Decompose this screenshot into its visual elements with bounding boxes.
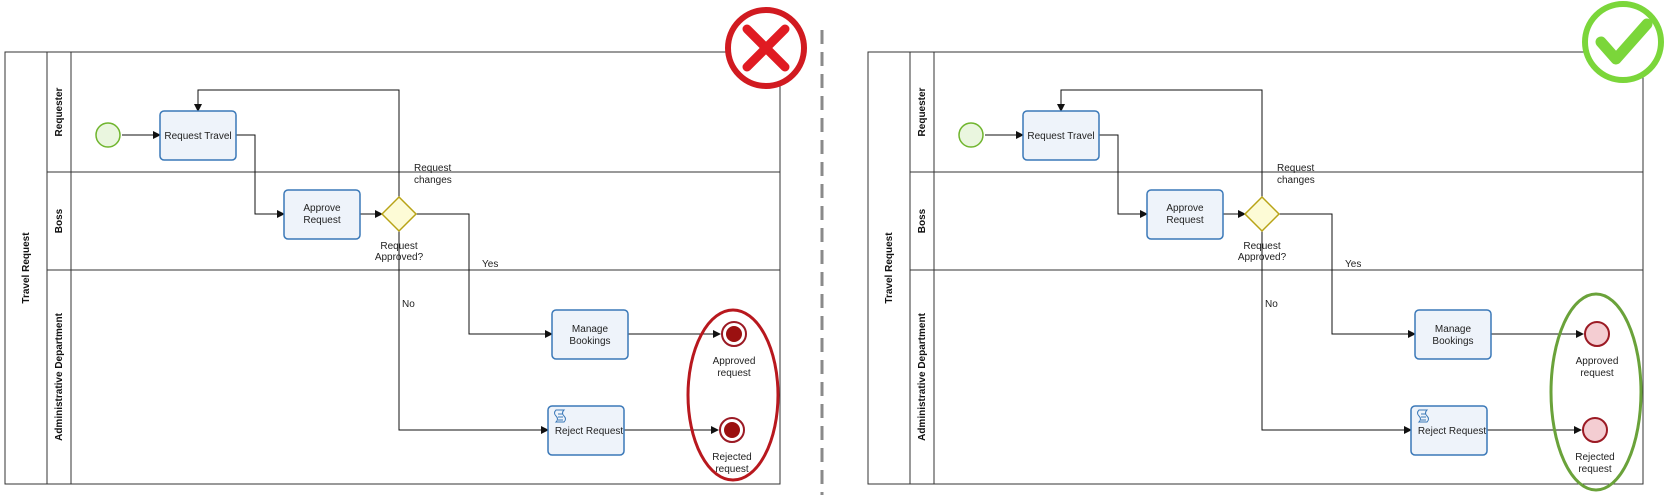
lane-label-requester: Requester [54, 87, 65, 136]
task-reject-request-label: Reject Request [1418, 426, 1487, 437]
lane-label-admin: Administrative Department [917, 312, 928, 440]
flow-label-no: No [1265, 299, 1278, 310]
task-manage-bookings [1414, 309, 1492, 360]
sequence-flows [122, 89, 721, 434]
sequence-flows [985, 89, 1584, 434]
start-event [958, 122, 984, 148]
task-approve-request-label-1: Approve [303, 203, 341, 214]
gateway-label-2: Approved? [1238, 252, 1287, 263]
flow-label-changes-1: Request [1277, 163, 1314, 174]
end-rejected-label-2: request [1578, 464, 1612, 475]
script-icon [554, 409, 566, 423]
task-reject-request-label: Reject Request [555, 426, 624, 437]
task-request-travel [1022, 110, 1100, 161]
task-request-travel-label: Request Travel [1027, 131, 1094, 142]
end-rejected-label-1: Rejected [1575, 452, 1614, 463]
task-reject-request [547, 405, 625, 456]
diagram-wrong: Travel Request Requester Boss Administra… [4, 7, 807, 485]
end-rejected-label-2: request [715, 464, 749, 475]
pool-label: Travel Request [884, 232, 895, 304]
task-request-travel-label: Request Travel [164, 131, 231, 142]
lane-label-requester: Requester [917, 87, 928, 136]
lane-label-boss: Boss [54, 208, 65, 233]
script-icon [1417, 409, 1429, 423]
highlight-ring-correct [1549, 292, 1643, 492]
flow-label-yes: Yes [1345, 259, 1361, 270]
check-mark-icon [1582, 1, 1664, 83]
flow-label-no: No [402, 299, 415, 310]
lane-label-admin: Administrative Department [54, 312, 65, 440]
end-approved-label-2: request [1580, 368, 1614, 379]
end-event-approved [1584, 321, 1610, 347]
end-rejected-label-1: Rejected [712, 452, 751, 463]
task-request-travel [159, 110, 237, 161]
task-approve-request-label-1: Approve [1166, 203, 1204, 214]
pool [867, 51, 1644, 485]
pool [4, 51, 781, 485]
diagram-correct: Travel Request Requester Boss Administra… [867, 1, 1664, 492]
task-manage-bookings-label-2: Bookings [1432, 336, 1473, 347]
gateway-label-2: Approved? [375, 252, 424, 263]
start-event [95, 122, 121, 148]
lane-label-boss: Boss [917, 208, 928, 233]
end-approved-label-1: Approved [1576, 356, 1619, 367]
end-approved-label-2: request [717, 368, 751, 379]
task-approve-request [283, 189, 361, 240]
flow-label-changes-2: changes [1277, 175, 1315, 186]
task-reject-request [1410, 405, 1488, 456]
task-manage-bookings-label-2: Bookings [569, 336, 610, 347]
end-approved-label-1: Approved [713, 356, 756, 367]
gateway-request-approved [1243, 195, 1281, 233]
task-manage-bookings [551, 309, 629, 360]
end-event-rejected [1582, 417, 1608, 443]
x-mark-icon [725, 7, 807, 89]
gateway-label-1: Request [1243, 241, 1280, 252]
flow-label-yes: Yes [482, 259, 498, 270]
task-approve-request-label-2: Request [1166, 215, 1203, 226]
gateway-request-approved [380, 195, 418, 233]
gateway-label-1: Request [380, 241, 417, 252]
pool-label: Travel Request [21, 232, 32, 304]
task-approve-request [1146, 189, 1224, 240]
task-approve-request-label-2: Request [303, 215, 340, 226]
flow-label-changes-1: Request [414, 163, 451, 174]
task-manage-bookings-label-1: Manage [1435, 324, 1472, 335]
highlight-ring-wrong [686, 308, 780, 482]
task-manage-bookings-label-1: Manage [572, 324, 609, 335]
flow-label-changes-2: changes [414, 175, 452, 186]
